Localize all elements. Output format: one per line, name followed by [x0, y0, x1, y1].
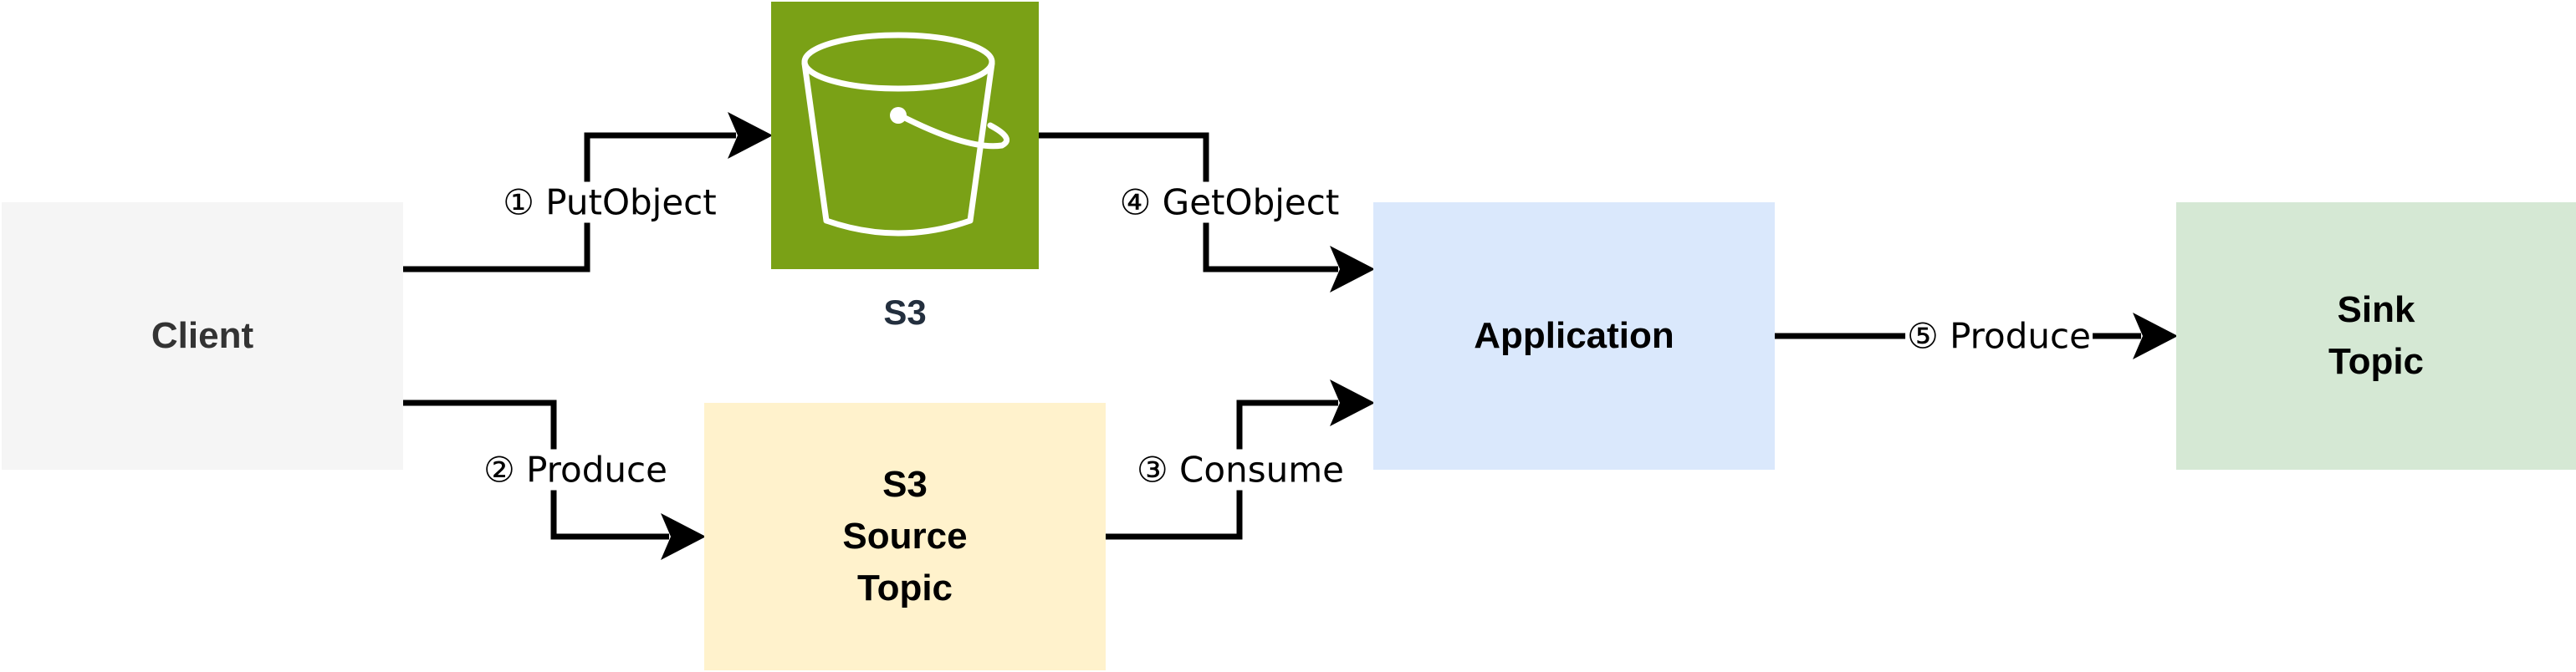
arrowhead-put-object [728, 112, 773, 159]
s3-label: S3 [883, 293, 927, 332]
arrowhead-produce-sink [2133, 313, 2178, 359]
application-label: Application [1474, 315, 1674, 356]
s3-node [771, 2, 1039, 269]
source-topic-line-2: Source [842, 516, 968, 557]
edge-label-put-object: ① PutObject [501, 181, 718, 223]
edge-label-get-object: ④ GetObject [1117, 181, 1342, 223]
application-node: Application [1373, 202, 1775, 470]
edge-label-consume: ③ Consume [1135, 449, 1346, 491]
edge-label-produce-sink: ⑤ Produce [1905, 315, 2093, 357]
arrowhead-get-object [1330, 246, 1375, 293]
source-topic-line-1: S3 [882, 464, 928, 505]
source-topic-line-3: Topic [856, 568, 953, 608]
client-label: Client [151, 315, 254, 356]
client-node: Client [2, 202, 403, 470]
source-topic-node: S3 Source Topic [704, 403, 1106, 670]
arrowhead-consume [1330, 379, 1375, 426]
sink-topic-node: Sink Topic [2176, 202, 2576, 470]
arrowhead-produce-source [661, 513, 706, 560]
s3-bucket-icon [801, 32, 1009, 237]
sink-topic-line-2: Topic [2328, 341, 2425, 382]
sink-topic-line-1: Sink [2337, 289, 2415, 330]
edge-label-produce-source: ② Produce [482, 449, 669, 491]
